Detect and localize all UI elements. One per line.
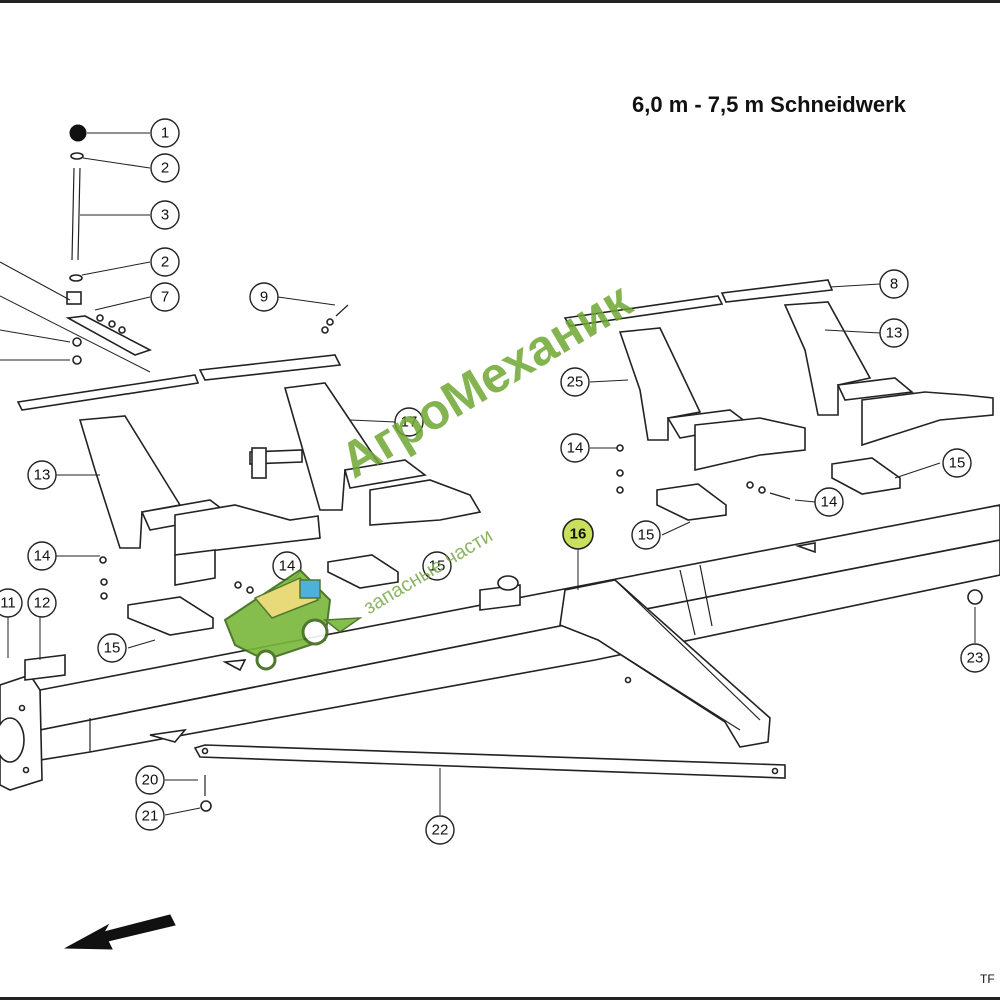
callout-1: 1 [150,118,180,148]
watermark-harvester-logo [223,568,363,671]
svg-text:13: 13 [886,325,903,342]
svg-text:23: 23 [967,650,984,667]
callout-15: 15 [631,520,661,550]
svg-text:16: 16 [570,526,587,543]
svg-text:17: 17 [401,414,418,431]
svg-text:15: 15 [429,558,446,575]
callout-17: 17 [394,407,424,437]
svg-text:21: 21 [142,808,159,825]
callout-16-highlighted: 16 [562,518,594,550]
svg-text:2: 2 [161,160,169,177]
svg-text:15: 15 [104,640,121,657]
svg-text:8: 8 [890,276,898,293]
knife-bar-right [563,279,834,327]
callout-2: 2 [150,247,180,277]
svg-text:14: 14 [279,558,296,575]
svg-text:22: 22 [432,822,449,839]
svg-text:20: 20 [142,772,159,789]
svg-text:14: 14 [567,440,584,457]
callout-13: 13 [879,318,909,348]
svg-text:25: 25 [567,374,584,391]
svg-text:12: 12 [34,595,51,612]
svg-text:9: 9 [260,289,268,306]
knife-bar-left [16,354,342,411]
callout-14: 14 [27,541,57,571]
callout-15: 15 [97,633,127,663]
callout-8: 8 [879,269,909,299]
callout-11: 11 [0,588,23,618]
callout-15: 15 [422,551,452,581]
bolts-14 [99,444,983,812]
svg-text:2: 2 [161,254,169,271]
plate-15-d [831,457,901,495]
guard-bracket-4 [783,301,994,447]
guard-bracket-1 [78,415,321,586]
svg-text:1: 1 [161,125,169,142]
plate-15-a [127,596,214,636]
svg-text:14: 14 [34,548,51,565]
callout-20: 20 [135,765,165,795]
callout-12: 12 [27,588,57,618]
svg-text:15: 15 [638,527,655,544]
callout-9: 9 [249,282,279,312]
guard-bracket-3 [618,327,806,472]
guard-bracket-2 [249,382,482,526]
callout-14: 14 [814,487,844,517]
svg-text:11: 11 [0,595,16,612]
callout-22: 22 [425,815,455,845]
callouts: 1 2 3 2 7 9 8 13 25 17 13 14 15 14 15 16… [0,118,990,845]
svg-text:3: 3 [161,207,169,224]
part-12-plate [24,654,66,681]
callout-2: 2 [150,153,180,183]
callout-7: 7 [150,282,180,312]
svg-text:14: 14 [821,494,838,511]
left-end-plate [0,674,43,791]
stud-assembly [65,124,349,365]
svg-text:7: 7 [161,289,169,306]
callout-23: 23 [960,643,990,673]
callout-3: 3 [150,200,180,230]
callout-21: 21 [135,801,165,831]
direction-arrow [64,914,176,950]
svg-text:13: 13 [34,467,51,484]
diagram-title: 6,0 m - 7,5 m Schneidwerk [632,92,906,117]
callout-13: 13 [27,460,57,490]
callout-14: 14 [560,433,590,463]
diagonal-strut [559,579,771,748]
svg-text:15: 15 [949,455,966,472]
callout-25: 25 [560,367,590,397]
support-bar [193,744,786,779]
drawing-code: TF [980,972,995,986]
plate-15-c [656,483,727,521]
plate-15-b [327,554,399,589]
callout-15: 15 [942,448,972,478]
